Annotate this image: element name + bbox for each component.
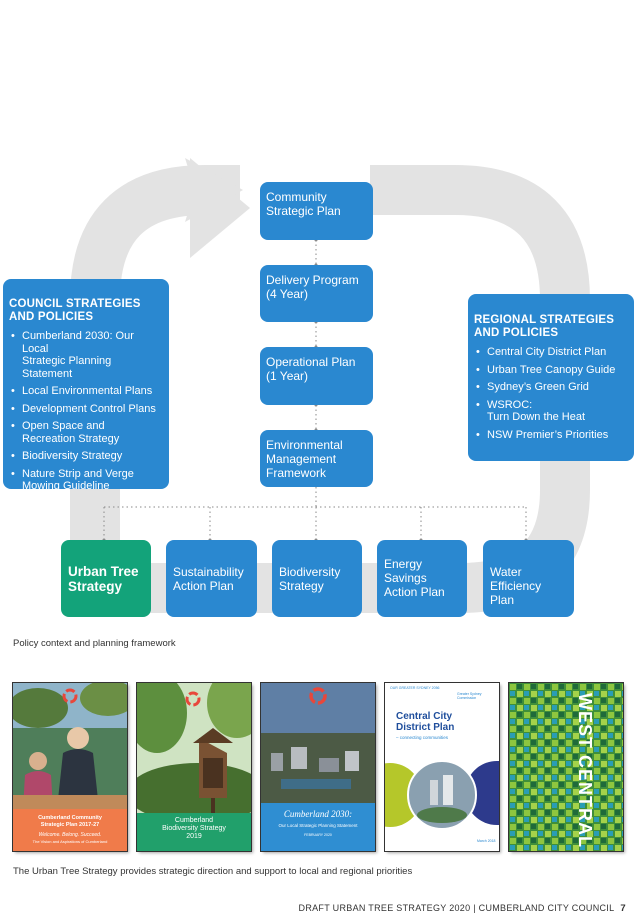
list-item: Open Space and Recreation Strategy <box>9 420 163 445</box>
cover-title: Cumberland 2030: <box>283 809 353 819</box>
list-item: Local Environmental Plans <box>9 385 163 398</box>
list-item: Urban Tree Canopy Guide <box>474 364 628 377</box>
regional-strategies-list: Central City District Plan Urban Tree Ca… <box>474 346 628 441</box>
energy-savings-action-plan-box: Energy Savings Action Plan <box>377 540 467 617</box>
list-item: NSW Premier’s Priorities <box>474 429 628 442</box>
page-footer: DRAFT URBAN TREE STRATEGY 2020 | CUMBERL… <box>299 903 626 914</box>
list-item: WSROC: Turn Down the Heat <box>474 399 628 424</box>
list-item: Biodiversity Strategy <box>9 450 163 463</box>
cover-title: Cumberland Community Strategic Plan 2017… <box>38 815 102 828</box>
cover-date: March 2018 <box>477 839 496 843</box>
biodiversity-strategy-box: Biodiversity Strategy <box>272 540 362 617</box>
urban-tree-strategy-box: Urban Tree Strategy <box>61 540 151 617</box>
regional-strategies-box: REGIONAL STRATEGIES AND POLICIES Central… <box>468 294 634 461</box>
figure-caption-covers: The Urban Tree Strategy provides strateg… <box>13 866 413 877</box>
photo-image <box>385 760 499 830</box>
council-strategies-box: COUNCIL STRATEGIES AND POLICIES Cumberla… <box>3 279 169 492</box>
list-item: Development Control Plans <box>9 403 163 416</box>
footer-text: DRAFT URBAN TREE STRATEGY 2020 | CUMBERL… <box>298 903 615 913</box>
cover-subtitle: – connecting communities <box>396 735 449 740</box>
regional-strategies-title: REGIONAL STRATEGIES AND POLICIES <box>474 314 615 339</box>
list-item: Cumberland 2030: Our Local Strategic Pla… <box>9 330 163 380</box>
cover-cumberland-2030: Cumberland 2030: Our Local Strategic Pla… <box>261 683 375 851</box>
cover-brand: Greater Sydney Commission <box>457 692 482 700</box>
photo-image <box>261 683 375 803</box>
figure-caption-policy: Policy context and planning framework <box>13 638 176 649</box>
cumberland-logo-icon <box>185 691 201 707</box>
page-number: 7 <box>620 903 626 914</box>
list-item: Sydney’s Green Grid <box>474 381 628 394</box>
cover-subtitle: Our Local Strategic Planning Statement <box>278 823 358 828</box>
water-efficiency-plan-box: Water Efficiency Plan <box>483 540 574 617</box>
operational-plan-box: Operational Plan (1 Year) <box>260 347 373 405</box>
cover-title: Cumberland Biodiversity Strategy 2019 <box>162 817 226 840</box>
community-strategic-plan-box: Community Strategic Plan <box>260 182 373 240</box>
mosaic-pattern-image <box>509 683 623 851</box>
cover-west-central: WEST CENTRAL <box>509 683 623 851</box>
list-item: Nature Strip and Verge Mowing Guideline <box>9 468 163 493</box>
list-item: Central City District Plan <box>474 346 628 359</box>
cover-date: FEBRUARY 2020 <box>304 833 332 837</box>
cumberland-logo-icon <box>309 687 327 705</box>
council-strategies-title: COUNCIL STRATEGIES AND POLICIES <box>9 298 141 323</box>
cover-subtitle: The Vision and Aspirations of Cumberland <box>32 839 108 844</box>
sustainability-action-plan-box: Sustainability Action Plan <box>166 540 257 617</box>
cover-central-city-district-plan: OUR GREATER SYDNEY 2056 Greater Sydney C… <box>385 683 499 851</box>
environmental-framework-box: Environmental Management Framework <box>260 430 373 487</box>
cover-footer-band: Cumberland Community Strategic Plan 2017… <box>13 809 127 851</box>
delivery-program-box: Delivery Program (4 Year) <box>260 265 373 322</box>
cover-community-strategic-plan: Cumberland Community Strategic Plan 2017… <box>13 683 127 851</box>
cover-title: Central City District Plan <box>396 711 455 733</box>
cover-tagline: Welcome. Belong. Succeed. <box>38 832 102 838</box>
cover-top-text: OUR GREATER SYDNEY 2056 <box>390 686 440 690</box>
cumberland-logo-icon <box>62 688 78 704</box>
cover-biodiversity-strategy: Cumberland Biodiversity Strategy 2019 <box>137 683 251 851</box>
cover-title: WEST CENTRAL <box>575 693 595 848</box>
council-strategies-list: Cumberland 2030: Our Local Strategic Pla… <box>9 330 163 493</box>
